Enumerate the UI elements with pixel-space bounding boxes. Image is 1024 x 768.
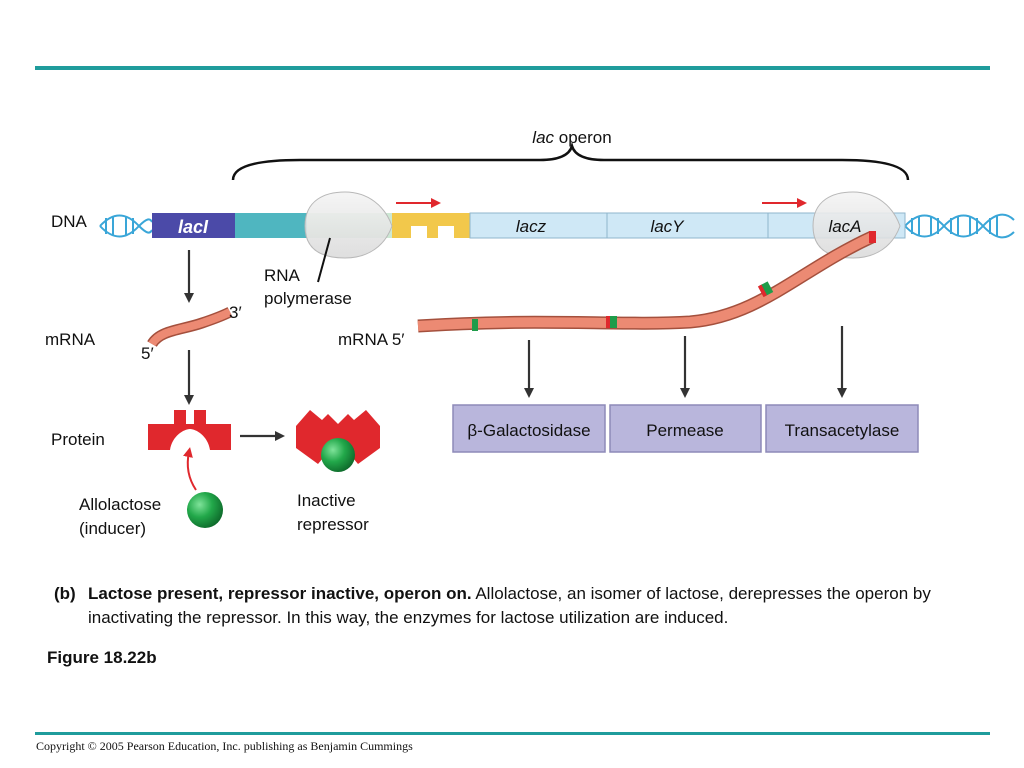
operon-brace (231, 141, 910, 181)
allolactose-label-line1: Allolactose (79, 495, 162, 514)
protein-label: Protein (51, 430, 105, 449)
gene-label-laci: lacI (178, 217, 209, 237)
mrna-5prime-label: 5′ (141, 344, 154, 363)
mrna-3prime-label: 3′ (229, 303, 242, 322)
enzyme-box-galactosidase (452, 404, 606, 453)
inactive-repressor-label-line2: repressor (297, 515, 369, 534)
lacy-gene (606, 212, 769, 239)
figure-caption: Lactose present, repressor inactive, ope… (88, 582, 988, 630)
gene-label-lacz: lacz (516, 217, 547, 236)
gene-label-laca: lacA (828, 217, 861, 236)
mrna-tip (869, 231, 876, 243)
dna-helix-right (904, 213, 1015, 239)
figure-label: Figure 18.22b (47, 648, 157, 667)
allolactose-inducer (187, 492, 223, 528)
lacz-gene (469, 212, 608, 239)
bottom-rule (35, 732, 990, 735)
operon-label: lac operon (532, 128, 611, 147)
inactive-repressor-label-line1: Inactive (297, 491, 356, 510)
operator-shape (392, 213, 470, 238)
ribosome-site-2 (607, 316, 617, 328)
inactive-repressor (296, 410, 380, 472)
copyright-text: Copyright © 2005 Pearson Education, Inc.… (36, 739, 413, 753)
top-rule (35, 66, 990, 70)
inducer-binding-arrow (183, 447, 197, 491)
allolactose-label-line2: (inducer) (79, 519, 147, 538)
rna-polymerase-label-line2: polymerase (264, 289, 352, 308)
enzyme-box-permease (609, 404, 762, 453)
mrna-left-label: mRNA (45, 330, 96, 349)
dna-label: DNA (51, 212, 87, 231)
gene-label-lacy: lacY (650, 217, 685, 236)
enzyme-box-transacetylase (765, 404, 919, 453)
enzyme-label-permease: Permease (646, 421, 723, 440)
caption-bold: Lactose present, repressor inactive, ope… (88, 584, 472, 603)
mrna-right-label: mRNA 5′ (338, 330, 405, 349)
ribosome-site-1 (472, 319, 478, 331)
rna-polymerase-pointer (317, 237, 331, 283)
rna-polymerase-blob (304, 191, 393, 259)
enzyme-label-galactosidase: β-Galactosidase (467, 421, 590, 440)
caption-text: Allolactose, an isomer of lactose, derep… (88, 584, 931, 627)
repressor-protein (148, 410, 231, 450)
promoter-region-laci (235, 213, 307, 238)
enzyme-label-transacetylase: Transacetylase (785, 421, 900, 440)
rna-polymerase-label-line1: RNA (264, 266, 300, 285)
part-label: (b) (54, 584, 76, 603)
polycistronic-mrna (417, 231, 875, 333)
laci-gene (152, 213, 235, 238)
dna-helix-left (99, 214, 153, 238)
